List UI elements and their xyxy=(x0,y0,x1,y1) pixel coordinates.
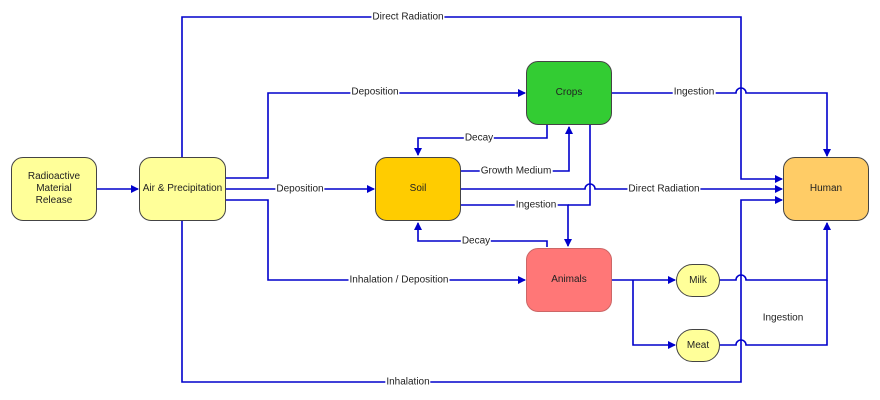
node-soil[interactable]: Soil xyxy=(375,157,461,221)
edge-label-deposition-crops: Deposition xyxy=(350,86,400,98)
edge-label-ingestion-crops: Ingestion xyxy=(672,86,716,98)
node-label: Crops xyxy=(555,87,583,98)
node-milk[interactable]: Milk xyxy=(676,264,720,297)
edge-label-decay-animals-soil: Decay xyxy=(460,235,492,247)
node-label: Milk xyxy=(689,274,707,286)
edge-label-inhalation-deposition: Inhalation / Deposition xyxy=(348,274,450,286)
edge-milk-human xyxy=(719,222,831,281)
node-air-precipitation[interactable]: Air & Precipitation xyxy=(139,157,226,221)
edge-air-human-inhalation xyxy=(181,196,783,383)
edge-crops-human-ingestion xyxy=(611,87,831,157)
edge-label-deposition-soil: Deposition xyxy=(275,183,325,195)
node-label: Soil xyxy=(409,183,427,194)
edge-label-direct-radiation-soil: Direct Radiation xyxy=(627,183,701,195)
edge-crops-animals xyxy=(568,125,591,206)
edge-label-ingestion-animal-products: Ingestion xyxy=(762,312,804,324)
node-label: Air & Precipitation xyxy=(142,183,223,194)
node-radioactive-release[interactable]: Radioactive Material Release xyxy=(11,157,97,221)
edge-meat-human xyxy=(719,280,828,346)
edge-label-decay-crops-soil: Decay xyxy=(463,132,495,144)
edge-animals-meat xyxy=(632,280,676,349)
edge-air-human-direct-radiation xyxy=(181,16,783,183)
edge-label-direct-radiation-top: Direct Radiation xyxy=(371,11,445,23)
node-meat[interactable]: Meat xyxy=(676,329,720,362)
edge-label-inhalation: Inhalation xyxy=(385,376,431,388)
node-label: Radioactive Material Release xyxy=(27,171,81,206)
node-label: Meat xyxy=(686,339,710,351)
node-animals[interactable]: Animals xyxy=(526,248,612,312)
node-crops[interactable]: Crops xyxy=(526,61,612,125)
edge-label-ingestion-soil: Ingestion xyxy=(514,199,558,211)
node-label: Animals xyxy=(551,274,587,285)
edge-soil-human-direct xyxy=(461,183,783,193)
node-human[interactable]: Human xyxy=(783,157,869,221)
edge-label-growth-medium: Growth Medium xyxy=(479,165,553,177)
node-label: Human xyxy=(809,183,843,194)
